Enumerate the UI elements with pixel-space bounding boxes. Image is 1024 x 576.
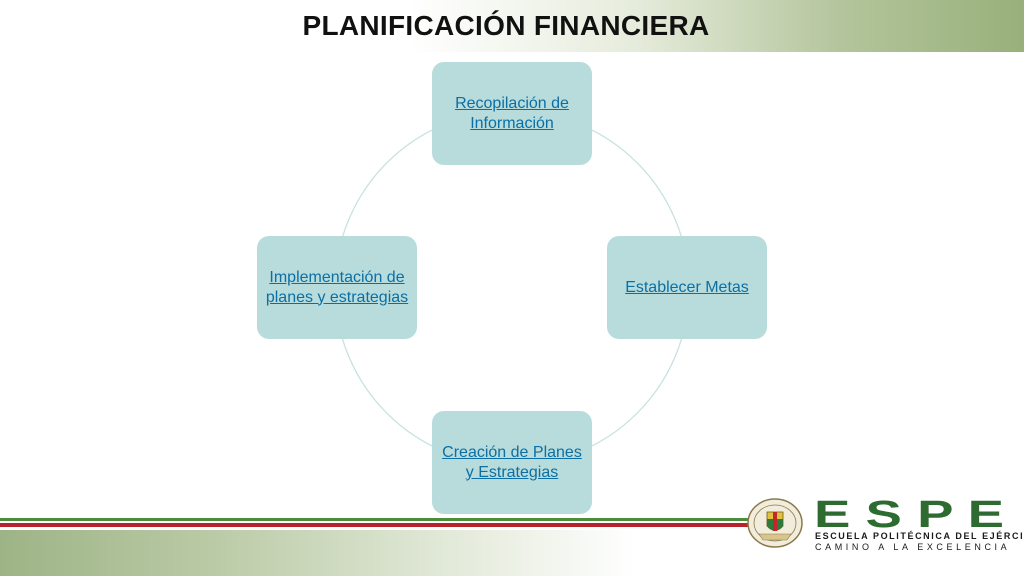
espe-logo-letters: E S P E	[814, 496, 1004, 532]
cycle-node-creacion-planes[interactable]: Creación de Planes y Estrategias	[432, 411, 592, 514]
page-title: PLANIFICACIÓN FINANCIERA	[302, 10, 710, 41]
cycle-node-recopilacion[interactable]: Recopilación de Información	[432, 62, 592, 165]
cycle-node-implementacion[interactable]: Implementación de planes y estrategias	[257, 236, 417, 339]
cycle-node-label[interactable]: Recopilación de Información	[455, 94, 569, 132]
cycle-node-establecer-metas[interactable]: Establecer Metas	[607, 236, 767, 339]
footer-stripe-white	[0, 521, 748, 523]
cycle-node-label[interactable]: Establecer Metas	[625, 278, 749, 296]
espe-logo-text: E S P E	[814, 496, 1004, 532]
espe-seal-icon	[747, 498, 803, 548]
footer-stripe-red	[0, 523, 748, 527]
title-bar	[0, 0, 1024, 52]
institution-motto: CAMINO A LA EXCELENCIA	[815, 542, 1011, 552]
cycle-node-label[interactable]: Creación de Planes y Estrategias	[442, 443, 582, 481]
cycle-node-label[interactable]: Implementación de planes y estrategias	[265, 268, 409, 306]
footer-stripe-green	[0, 518, 748, 521]
institution-name: ESCUELA POLITÉCNICA DEL EJÉRCITO	[815, 531, 1024, 541]
footer-bar	[0, 530, 1024, 576]
